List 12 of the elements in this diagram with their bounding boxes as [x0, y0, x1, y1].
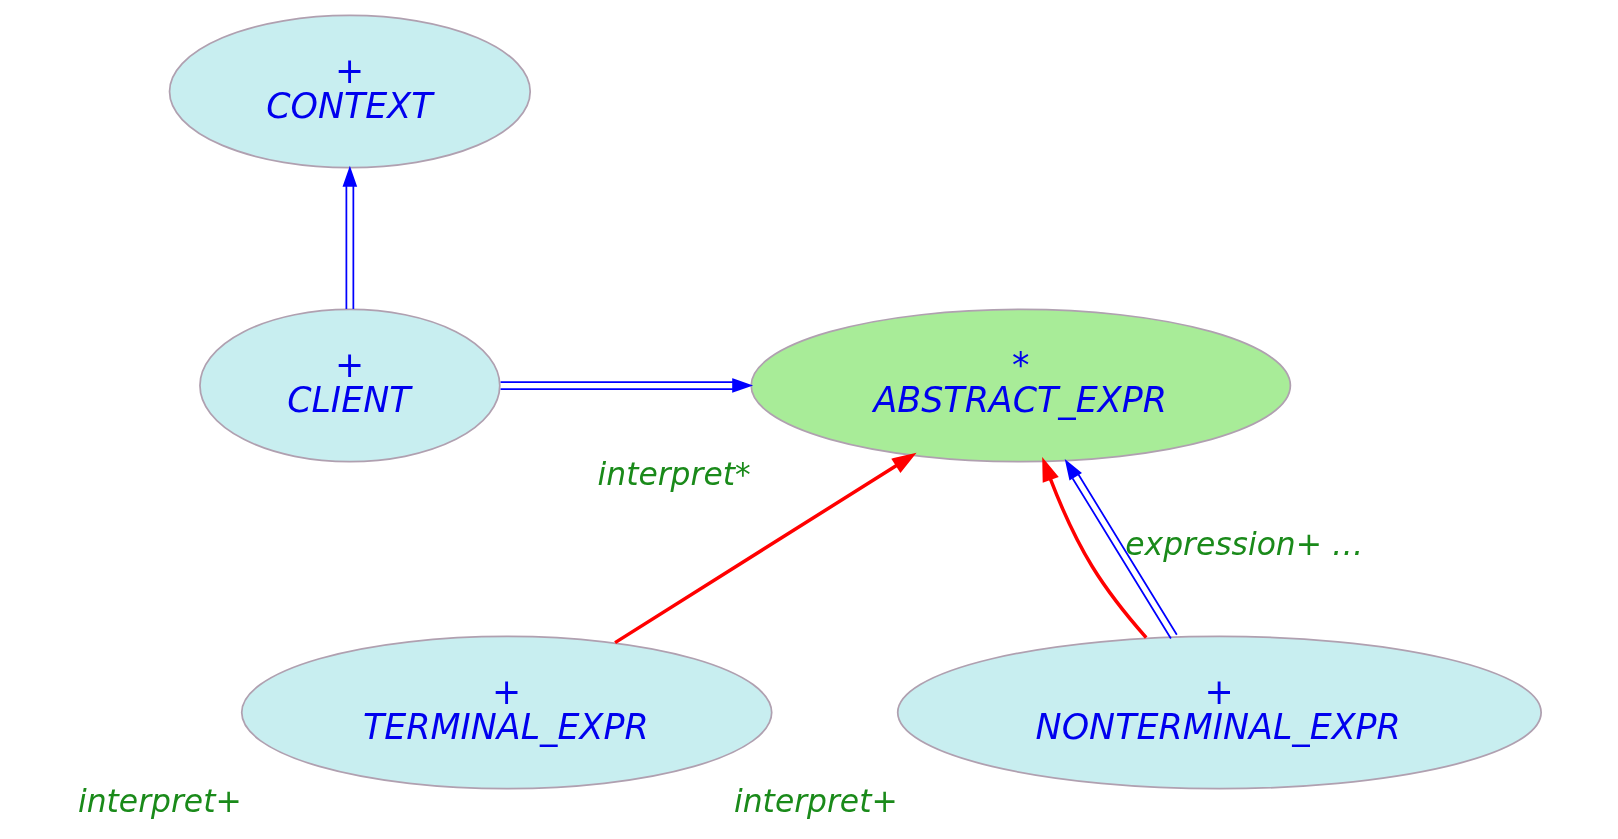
node-label: interpret+	[77, 783, 242, 820]
node-ellipse: * ABSTRACT_EXPR	[749, 308, 1291, 463]
edge-label: expression+ …	[1124, 525, 1363, 562]
arrow	[1041, 456, 1147, 639]
arrow	[499, 378, 753, 393]
node-label: interpret*	[597, 456, 751, 493]
arrow	[613, 452, 917, 645]
arrow	[1064, 458, 1178, 640]
node-ellipse: + NONTERMINAL_EXPR	[896, 635, 1542, 790]
arrow	[342, 165, 357, 310]
node-ellipse: + CLIENT	[198, 308, 501, 463]
node-ellipse: + CONTEXT	[168, 14, 531, 169]
